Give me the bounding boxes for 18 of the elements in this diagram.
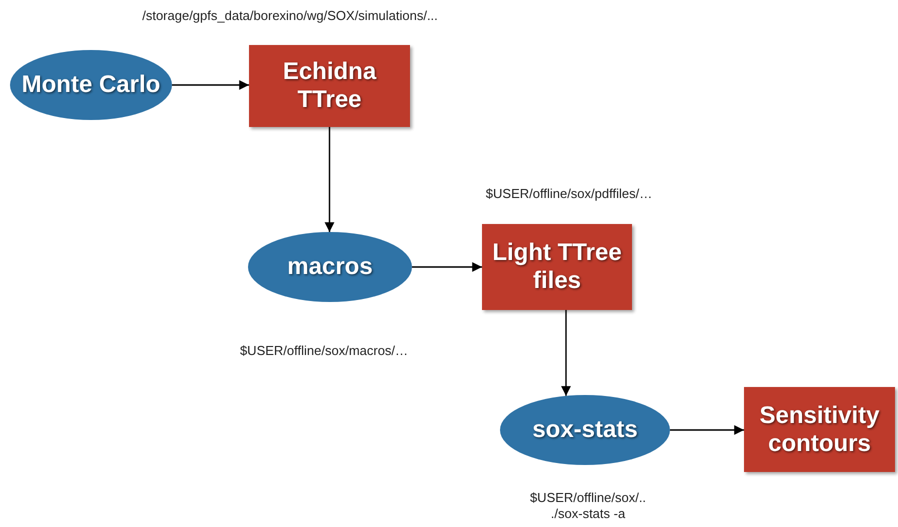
- node-label: sox-stats: [532, 416, 638, 444]
- path-caption: $USER/offline/sox/..: [530, 490, 646, 506]
- arrow: [324, 127, 334, 232]
- path-caption: ./sox-stats -a: [550, 506, 626, 522]
- path-caption: /storage/gpfs_data/borexino/wg/SOX/simulations/...: [142, 8, 438, 24]
- node-label: Light TTree files: [491, 239, 623, 295]
- data-box: [249, 45, 410, 127]
- node-label: Sensitivity contours: [758, 402, 881, 458]
- arrow: [561, 310, 571, 396]
- path-caption: $USER/offline/sox/macros/…: [240, 343, 408, 359]
- arrow: [172, 80, 249, 90]
- data-box: [482, 224, 632, 310]
- node-label: macros: [287, 253, 373, 281]
- path-caption: $USER/offline/sox/pdffiles/…: [486, 186, 652, 202]
- node-label: Echidna TTree: [282, 58, 378, 114]
- data-box: [744, 387, 895, 472]
- node-label: Monte Carlo: [22, 71, 160, 99]
- arrow: [412, 262, 482, 272]
